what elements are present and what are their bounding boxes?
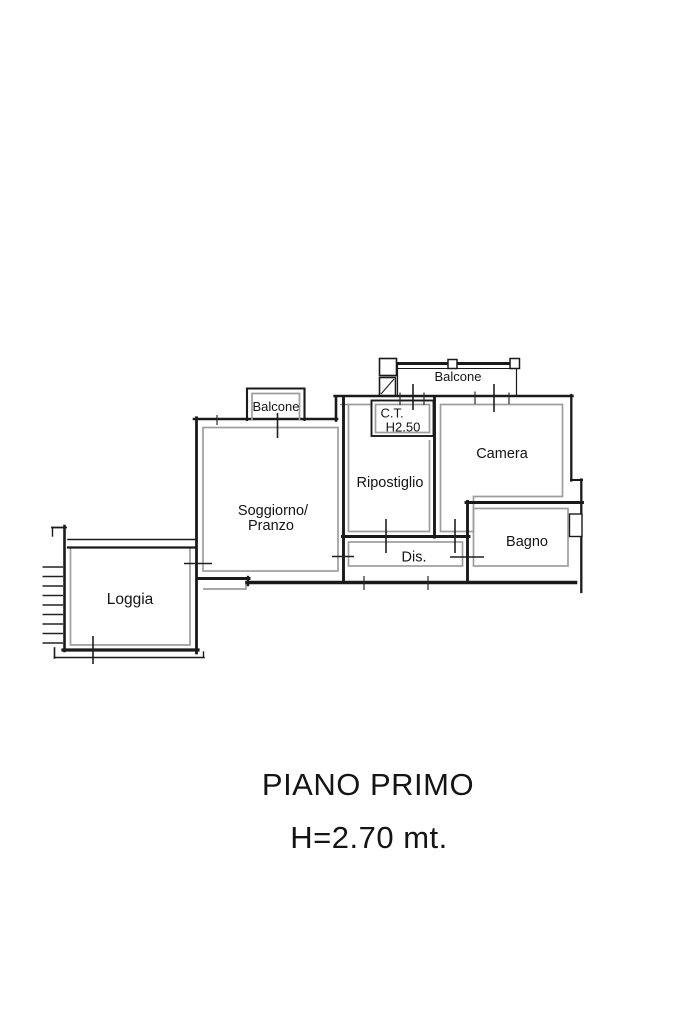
room-labels: Balcone Balcone C.T. H2.50 Camera Ripost… xyxy=(107,369,548,608)
loggia-railing-hatch xyxy=(42,566,63,644)
room-label-camera: Camera xyxy=(476,446,529,462)
room-label-ripostiglio: Ripostiglio xyxy=(357,475,424,491)
balcony-top-railing xyxy=(378,357,521,397)
room-inner-faces xyxy=(69,403,569,646)
room-label-loggia: Loggia xyxy=(107,591,154,608)
floor-title: PIANO PRIMO xyxy=(262,767,474,802)
room-label-ct-line1: C.T. xyxy=(380,406,403,421)
floor-height-note: H=2.70 mt. xyxy=(290,820,448,855)
room-label-balcone-small: Balcone xyxy=(253,399,300,414)
walls xyxy=(51,393,584,659)
opening-ticks xyxy=(92,384,510,664)
room-label-balcone-top: Balcone xyxy=(435,369,482,384)
balcony-small-box xyxy=(245,387,306,422)
bagno-window xyxy=(568,513,583,538)
caption: PIANO PRIMO H=2.70 mt. xyxy=(262,767,474,855)
room-label-bagno: Bagno xyxy=(506,534,548,550)
room-label-dis: Dis. xyxy=(402,550,427,566)
room-label-ct-line2: H2.50 xyxy=(386,420,421,435)
room-label-soggiorno-line1: Soggiorno/ xyxy=(238,503,309,519)
balcony-column xyxy=(378,357,398,377)
room-label-soggiorno-line2: Pranzo xyxy=(248,518,294,534)
